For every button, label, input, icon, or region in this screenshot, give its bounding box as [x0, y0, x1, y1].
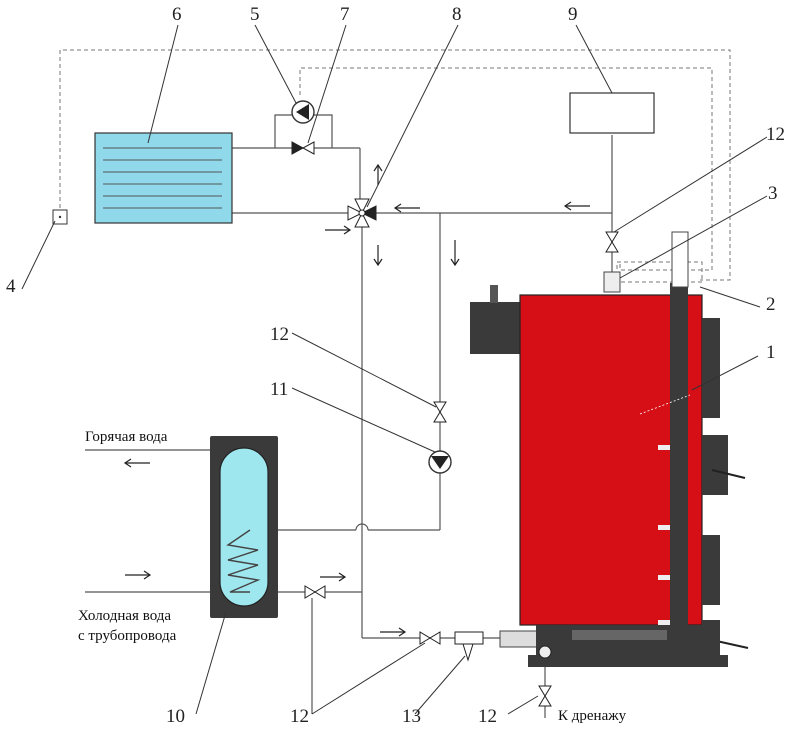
hot-water-tank: [210, 436, 278, 618]
label-8: 8: [452, 4, 462, 25]
label-13: 13: [402, 706, 421, 727]
flow-arrows: [123, 163, 590, 637]
label-7: 7: [340, 4, 350, 25]
cold-water-label: Холодная вода: [78, 608, 171, 624]
label-11: 11: [270, 379, 288, 400]
label-12-bottom: 12: [290, 706, 309, 727]
label-2: 2: [766, 294, 776, 315]
label-5: 5: [250, 4, 260, 25]
strainer-icon: [454, 630, 539, 662]
radiator: [94, 132, 233, 224]
ball-valve-return-icon: [419, 631, 441, 645]
cold-water-source-label: с трубопровода: [78, 628, 177, 644]
label-1: 1: [766, 342, 776, 363]
heat-exchanger-coil: [226, 529, 261, 593]
label-12-drain: 12: [478, 706, 497, 727]
ball-valve-top-icon: [605, 231, 619, 253]
boiler: [470, 231, 749, 667]
label-12-loop: 12: [270, 324, 289, 345]
controller-box: [569, 92, 655, 134]
ball-valve-drain-icon: [538, 685, 552, 707]
leader-lines: [21, 24, 768, 715]
label-12-top: 12: [766, 124, 785, 145]
ball-valve-cold-icon: [304, 585, 326, 599]
label-10: 10: [166, 706, 185, 727]
circulation-pump-icon: [291, 100, 315, 124]
label-3: 3: [768, 183, 778, 204]
drain-label: К дренажу: [558, 708, 627, 724]
loading-pump-icon: [428, 450, 452, 474]
label-9: 9: [568, 4, 578, 25]
three-way-valve-icon: [347, 198, 377, 228]
label-6: 6: [172, 4, 182, 25]
ball-valve-loop-icon: [433, 401, 447, 423]
label-4: 4: [6, 276, 16, 297]
hot-water-label: Горячая вода: [85, 429, 168, 445]
check-valve-icon: [291, 141, 315, 155]
